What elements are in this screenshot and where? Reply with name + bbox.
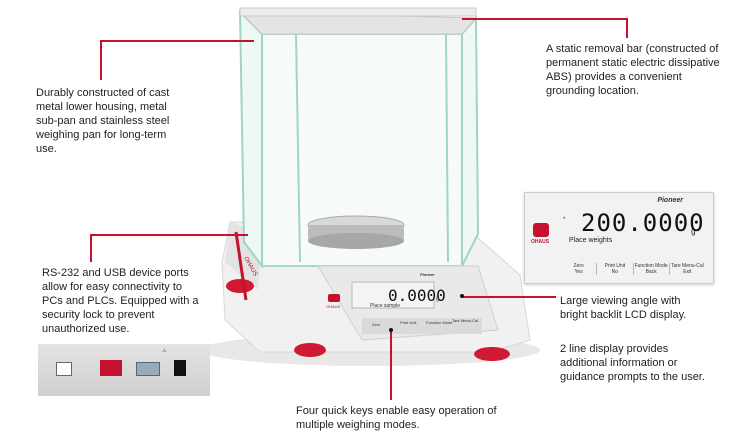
small-display-prompt: Place sample xyxy=(370,303,401,309)
callout-two-line: 2 line display provides additional infor… xyxy=(560,343,705,383)
rs232-port-icon xyxy=(136,362,160,376)
callout-static-bar: A static removal bar (constructed of per… xyxy=(546,43,720,97)
warning-icon: ⚠ xyxy=(162,348,167,354)
callout-housing: Durably constructed of cast metal lower … xyxy=(36,87,170,155)
power-port-icon xyxy=(174,360,186,376)
stability-indicator-icon: * xyxy=(563,217,566,223)
leader-housing-h xyxy=(100,40,254,42)
small-display-reading: 0.0000 xyxy=(388,286,446,305)
leader-static-bar-v xyxy=(626,18,628,38)
leader-display xyxy=(462,296,556,298)
lcd-inset: Pioneer OHAUS * 200.0000 g Place weights… xyxy=(524,192,714,284)
leader-dot-keys xyxy=(389,328,393,332)
ports-inset: ⚠ xyxy=(38,344,210,396)
callout-ports: RS-232 and USB device ports allow for ea… xyxy=(42,267,199,335)
small-display-unit: g xyxy=(436,296,440,302)
callout-viewing-angle: Large viewing angle with bright backlit … xyxy=(560,295,687,321)
display-reading: 200.0000 xyxy=(581,209,705,237)
leader-dot-display xyxy=(460,294,464,298)
leader-ports-v xyxy=(90,234,92,262)
small-brand-logo: OHAUS xyxy=(326,304,341,309)
leader-keys xyxy=(390,330,392,400)
ohaus-logo-icon xyxy=(533,223,549,237)
callout-quick-keys: Four quick keys enable easy operation of… xyxy=(296,405,497,431)
display-prompt: Place weights xyxy=(569,237,613,244)
small-brand-model: Pioneer xyxy=(420,272,435,277)
leader-housing xyxy=(100,40,102,80)
small-key-print: Print Unit xyxy=(400,320,417,325)
inset-brand-logo: OHAUS xyxy=(531,239,550,245)
display-unit: g xyxy=(691,227,696,236)
leader-ports xyxy=(90,234,248,236)
leader-static-bar xyxy=(462,18,626,20)
security-lock-icon xyxy=(100,360,122,376)
small-key-zero: Zero xyxy=(372,322,381,327)
inset-brand-model: Pioneer xyxy=(657,197,683,204)
small-key-tare: Tare Menu-Cal xyxy=(452,318,479,323)
usb-port-icon xyxy=(56,362,72,376)
small-key-function: Function Mode xyxy=(426,320,453,325)
